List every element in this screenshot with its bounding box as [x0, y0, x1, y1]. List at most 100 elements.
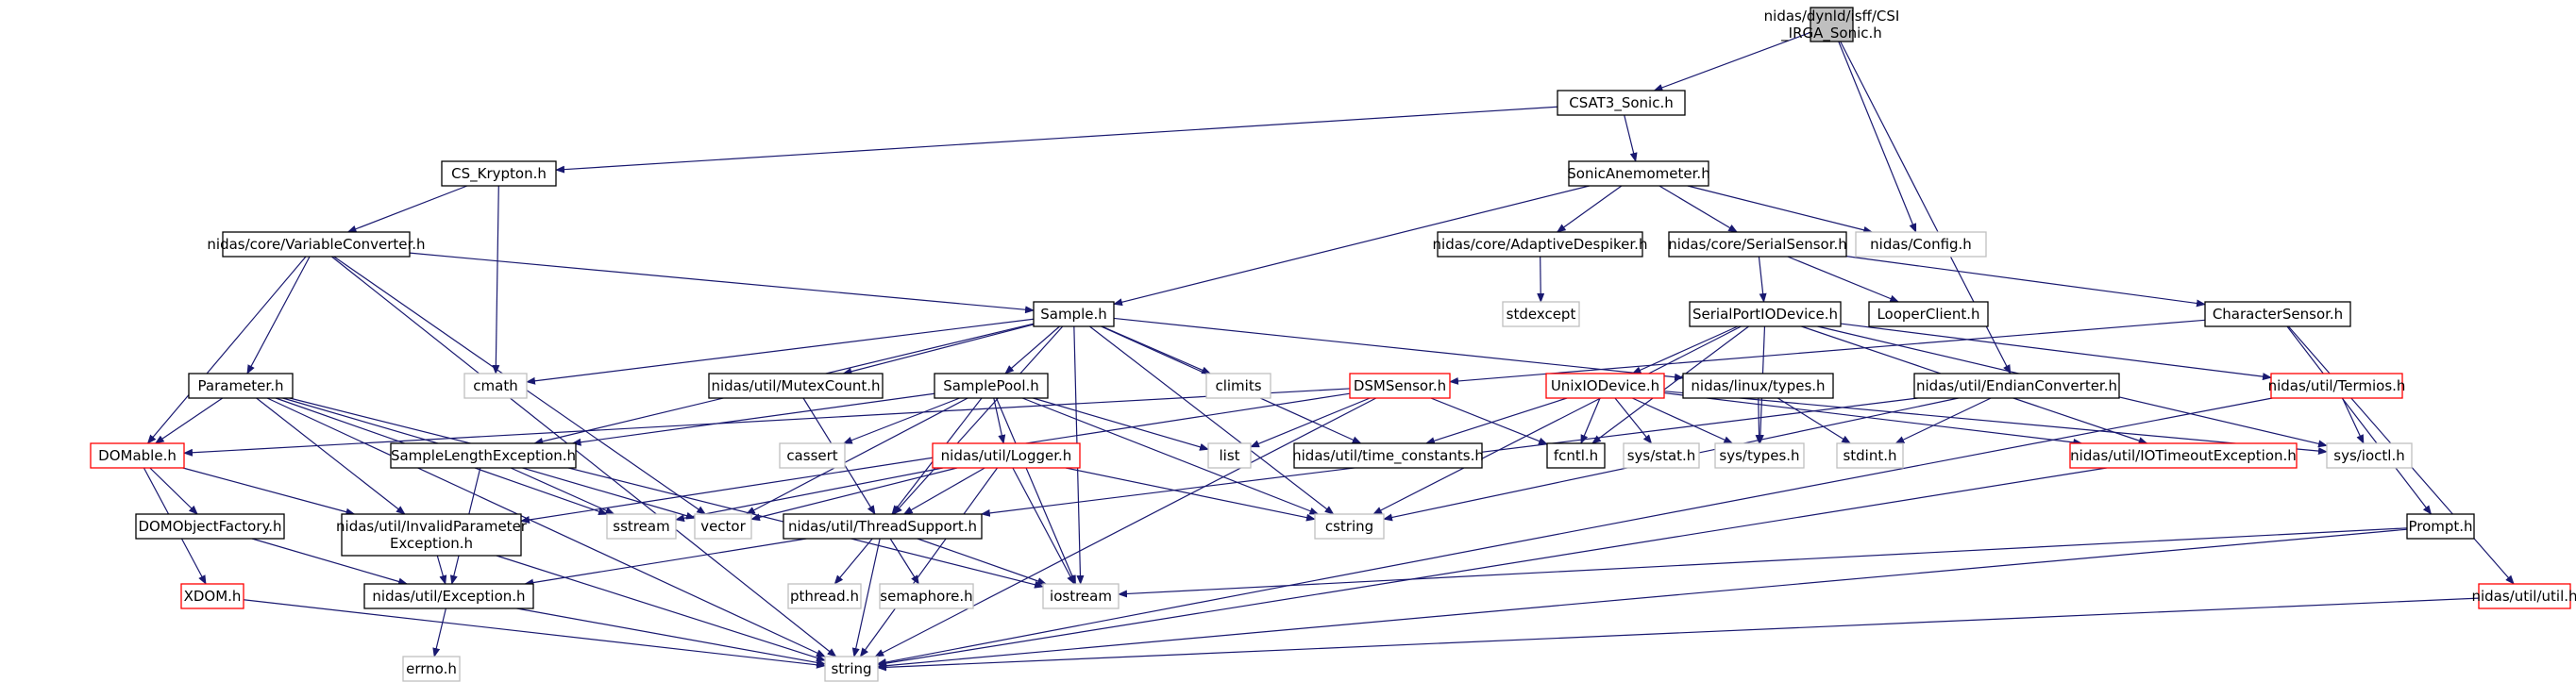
node-varconv[interactable]: nidas/core/VariableConverter.h [207, 231, 426, 258]
node-stdexcept[interactable]: stdexcept [1502, 301, 1580, 327]
node-root[interactable]: nidas/dynld/isff/CSI_IRGA_Sonic.h [1764, 7, 1900, 42]
edge-charsensor-to-dsmsensor [1449, 319, 2206, 385]
node-label: nidas/dynld/isff/CSI_IRGA_Sonic.h [1764, 8, 1900, 42]
node-despiker[interactable]: nidas/core/AdaptiveDespiker.h [1433, 231, 1648, 258]
edge-sonicanem-to-config [1687, 185, 1874, 234]
node-domfactory[interactable]: DOMObjectFactory.h [135, 513, 285, 540]
node-samplepool[interactable]: SamplePool.h [934, 373, 1049, 399]
edge-serialsensor-to-serialport [1758, 256, 1767, 303]
node-serialport[interactable]: SerialPortIODevice.h [1689, 301, 1842, 327]
edge-samplepool-to-list [1033, 397, 1209, 451]
node-box [222, 231, 411, 258]
node-box [787, 583, 862, 609]
node-label: Sample.h [1040, 306, 1107, 323]
node-logger[interactable]: nidas/util/Logger.h [932, 442, 1081, 469]
node-label: nidas/util/Termios.h [2268, 377, 2406, 394]
node-label: nidas/util/Logger.h [941, 447, 1072, 464]
node-cstring[interactable]: cstring [1314, 513, 1385, 540]
node-pthread[interactable]: pthread.h [787, 583, 862, 609]
edge-dsmsensor-to-list [1250, 397, 1371, 448]
node-label: SampleLengthException.h [391, 447, 576, 464]
node-systypes[interactable]: sys/types.h [1714, 442, 1805, 469]
node-termios[interactable]: nidas/util/Termios.h [2268, 373, 2406, 399]
node-label: UnixIODevice.h [1551, 377, 1659, 394]
node-charsensor[interactable]: CharacterSensor.h [2204, 301, 2351, 327]
node-stdint[interactable]: stdint.h [1836, 442, 1904, 469]
edge-parameter-to-iostream [289, 397, 1044, 589]
node-looper[interactable]: LooperClient.h [1868, 301, 1989, 327]
edge-threadsupport-to-string [851, 538, 881, 657]
node-errno[interactable]: errno.h [402, 656, 461, 682]
edge-parameter-to-string [266, 397, 826, 657]
edge-endianconv-to-stdint [1894, 397, 1992, 444]
node-box [932, 442, 1081, 469]
node-iotimeout[interactable]: nidas/util/IOTimeoutException.h [2069, 442, 2298, 469]
node-unixio[interactable]: UnixIODevice.h [1545, 373, 1665, 399]
node-endianconv[interactable]: nidas/util/EndianConverter.h [1913, 373, 2120, 399]
edge-sonicanem-to-serialsensor [1658, 185, 1739, 233]
edge-iotimeout-to-string [877, 467, 2107, 668]
node-exception[interactable]: nidas/util/Exception.h [363, 583, 534, 609]
node-vector[interactable]: vector [694, 513, 752, 540]
node-label: pthread.h [790, 588, 859, 605]
node-cassert[interactable]: cassert [779, 442, 846, 469]
edge-dsmsensor-to-fcntl [1430, 397, 1548, 445]
edge-domable-to-domfactory [149, 467, 198, 515]
node-csat3[interactable]: CSAT3_Sonic.h [1557, 90, 1686, 116]
node-semaphore[interactable]: semaphore.h [879, 583, 974, 609]
node-box [1623, 442, 1700, 469]
node-box [1205, 373, 1271, 399]
edge-samplelenexc-to-sstream [510, 467, 615, 515]
node-label: errno.h [406, 660, 457, 677]
edge-serialsensor-to-looper [1787, 256, 1900, 303]
node-mutexcount[interactable]: nidas/util/MutexCount.h [708, 373, 884, 399]
node-label: Prompt.h [2408, 518, 2472, 535]
node-list[interactable]: list [1207, 442, 1252, 469]
node-sample[interactable]: Sample.h [1033, 301, 1115, 327]
node-box [363, 583, 534, 609]
node-systioctl[interactable]: sys/ioctl.h [2326, 442, 2413, 469]
edge-serialsensor-to-charsensor [1845, 256, 2206, 308]
node-domable[interactable]: DOMable.h [90, 442, 185, 469]
node-threadsupport[interactable]: nidas/util/ThreadSupport.h [783, 513, 983, 540]
node-label: stdint.h [1843, 447, 1896, 464]
node-timeconst[interactable]: nidas/util/time_constants.h [1292, 442, 1484, 469]
node-box [1437, 231, 1643, 258]
node-string[interactable]: string [824, 656, 879, 682]
node-cskrypton[interactable]: CS_Krypton.h [441, 160, 557, 187]
node-climits[interactable]: climits [1205, 373, 1271, 399]
node-box [441, 160, 557, 187]
node-linuxtypes[interactable]: nidas/linux/types.h [1682, 373, 1834, 399]
node-box [1033, 301, 1115, 327]
edge-threadsupport-to-iostream [917, 538, 1048, 585]
node-label: nidas/core/VariableConverter.h [207, 236, 425, 253]
node-sysstat[interactable]: sys/stat.h [1623, 442, 1700, 469]
edge-samplepool-to-logger [993, 397, 1006, 444]
edge-sample-to-threadsupport [893, 325, 1064, 515]
node-serialsensor[interactable]: nidas/core/SerialSensor.h [1668, 231, 1847, 258]
node-xdom[interactable]: XDOM.h [180, 583, 244, 609]
edge-varconv-to-domable [146, 256, 307, 444]
edge-termios-to-string [877, 397, 2273, 666]
edge-dsmsensor-to-domable [183, 388, 1351, 457]
node-iostream[interactable]: iostream [1042, 583, 1120, 609]
node-utilh[interactable]: nidas/util/util.h [2471, 583, 2576, 609]
node-label: DSMSensor.h [1354, 377, 1446, 394]
node-label: sys/stat.h [1627, 447, 1696, 464]
node-sstream[interactable]: sstream [606, 513, 677, 540]
node-config[interactable]: nidas/Config.h [1855, 231, 1987, 258]
node-fcntl[interactable]: fcntl.h [1546, 442, 1606, 469]
node-sonicanem[interactable]: SonicAnemometer.h [1567, 160, 1710, 187]
edge-unixio-to-fcntl [1580, 397, 1601, 444]
edge-dsmsensor-to-string [874, 397, 1377, 657]
node-dsmsensor[interactable]: DSMSensor.h [1349, 373, 1451, 399]
node-prompt[interactable]: Prompt.h [2406, 513, 2475, 540]
node-cmath[interactable]: cmath [463, 373, 528, 399]
edge-sample-to-linuxtypes [1113, 317, 1684, 381]
node-parameter[interactable]: Parameter.h [188, 373, 294, 399]
node-box [390, 442, 577, 469]
node-samplelenexc[interactable]: SampleLengthException.h [390, 442, 577, 469]
node-box [606, 513, 677, 540]
